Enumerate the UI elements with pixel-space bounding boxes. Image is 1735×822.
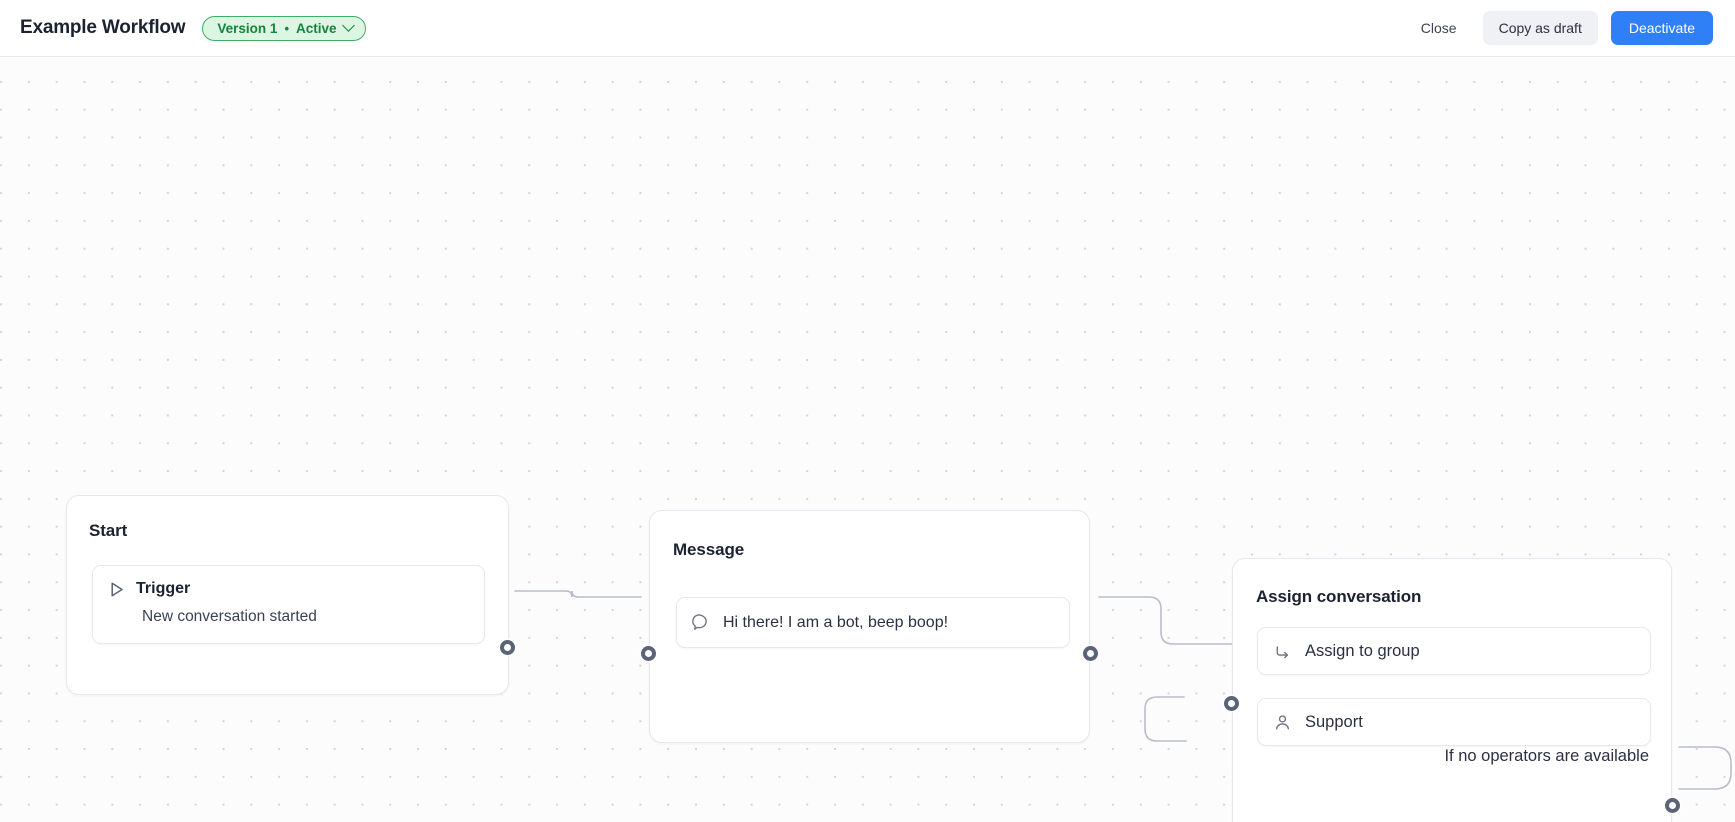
node-message[interactable]: Message Hi there! I am a bot, beep boop! bbox=[649, 510, 1090, 743]
edge-message-to-assign bbox=[1098, 596, 1233, 645]
port-start-output[interactable] bbox=[500, 640, 515, 655]
trigger-header-row: Trigger bbox=[109, 578, 468, 600]
assign-to-group-label: Assign to group bbox=[1305, 641, 1420, 660]
node-message-title: Message bbox=[673, 540, 745, 559]
trigger-sublabel: New conversation started bbox=[142, 608, 317, 625]
assign-support-label: Support bbox=[1305, 712, 1363, 731]
version-label: Version 1 bbox=[217, 20, 278, 36]
assign-support-row[interactable]: Support bbox=[1257, 698, 1651, 746]
node-start[interactable]: Start Trigger New conversation started bbox=[66, 495, 509, 695]
port-fallback-output[interactable] bbox=[1665, 798, 1680, 813]
message-text: Hi there! I am a bot, beep boop! bbox=[723, 613, 949, 631]
fallback-label: If no operators are available bbox=[1444, 747, 1649, 765]
assign-to-group-row[interactable]: Assign to group bbox=[1257, 627, 1651, 675]
copy-as-draft-button[interactable]: Copy as draft bbox=[1482, 11, 1598, 45]
version-status-badge[interactable]: Version 1 • Active bbox=[202, 15, 366, 41]
edge-assign-loop-stub bbox=[1144, 696, 1187, 742]
person-icon bbox=[1273, 713, 1292, 732]
deactivate-button[interactable]: Deactivate bbox=[1610, 11, 1713, 45]
workflow-canvas[interactable]: Start Trigger New conversation started M… bbox=[0, 57, 1735, 822]
port-message-input[interactable] bbox=[641, 646, 656, 661]
arrow-turn-right-icon bbox=[1273, 642, 1292, 661]
page-title: Example Workflow bbox=[20, 17, 186, 38]
badge-separator: • bbox=[284, 20, 289, 36]
status-label: Active bbox=[296, 20, 337, 36]
edge-start-to-message bbox=[514, 590, 642, 598]
port-assign-input[interactable] bbox=[1224, 696, 1239, 711]
chevron-down-icon bbox=[341, 18, 355, 32]
node-assign-conversation[interactable]: Assign conversation Assign to group Supp… bbox=[1232, 558, 1672, 822]
trigger-card[interactable]: Trigger New conversation started bbox=[92, 565, 485, 644]
node-start-title: Start bbox=[89, 521, 128, 540]
speech-bubble-icon bbox=[692, 613, 711, 632]
trigger-label: Trigger bbox=[136, 580, 191, 597]
edge-fallback-loop bbox=[1678, 746, 1732, 790]
close-button[interactable]: Close bbox=[1407, 12, 1471, 44]
port-message-output[interactable] bbox=[1083, 646, 1098, 661]
app-header: Example Workflow Version 1 • Active Clos… bbox=[0, 0, 1735, 57]
message-bubble-card[interactable]: Hi there! I am a bot, beep boop! bbox=[676, 597, 1070, 648]
node-assign-title: Assign conversation bbox=[1256, 587, 1422, 606]
play-triangle-icon bbox=[109, 581, 125, 598]
